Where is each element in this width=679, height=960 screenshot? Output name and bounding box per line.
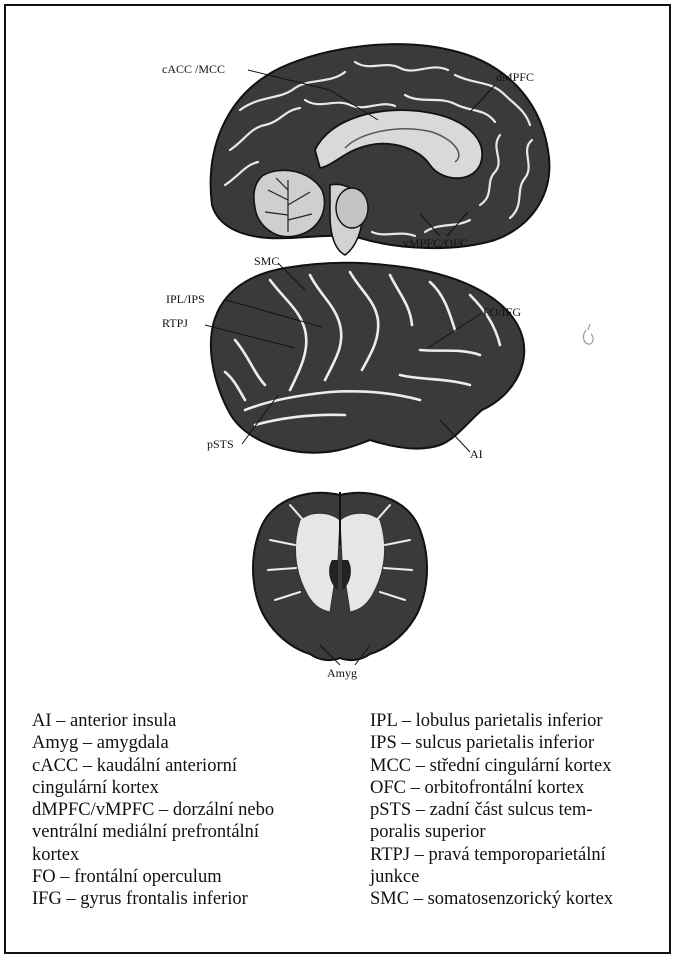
label-ai: AI (470, 447, 483, 461)
label-fo-ifg: FO/IFG (483, 305, 521, 319)
label-amyg: Amyg (327, 666, 357, 680)
legend-left-column: AI – anterior insula Amyg – amygdala cAC… (32, 710, 350, 911)
label-smc: SMC (254, 254, 279, 268)
legend-item: IPL – lobulus parietalis inferior (370, 710, 670, 732)
legend-item: poralis superior (370, 821, 670, 843)
label-psts: pSTS (207, 437, 234, 451)
legend-item: MCC – střední cingulární kortex (370, 755, 670, 777)
legend-item: kortex (32, 844, 350, 866)
legend-item: dMPFC/vMPFC – dorzální nebo (32, 799, 350, 821)
stray-mark (584, 324, 594, 344)
legend-item: Amyg – amygdala (32, 732, 350, 754)
legend-item: cingulární kortex (32, 777, 350, 799)
legend-right-column: IPL – lobulus parietalis inferior IPS – … (370, 710, 670, 911)
legend-item: pSTS – zadní část sulcus tem- (370, 799, 670, 821)
legend-item: IFG – gyrus frontalis inferior (32, 888, 350, 910)
legend-item: RTPJ – pravá temporoparietální (370, 844, 670, 866)
label-ipl-ips: IPL/IPS (166, 292, 205, 306)
legend-item: FO – frontální operculum (32, 866, 350, 888)
legend-item: ventrální mediální prefrontální (32, 821, 350, 843)
label-vmpfc-ofc: vMPFC/OFC (403, 236, 468, 250)
label-rtpj: RTPJ (162, 316, 188, 330)
brain-figure: cACC /MCC dMPFC vMPFC/OFC SMC IPL/I (0, 0, 679, 690)
coronal-brain-view (253, 492, 427, 660)
label-dmpfc: dMPFC (496, 70, 534, 84)
legend-item: OFC – orbitofrontální kortex (370, 777, 670, 799)
legend-item: junkce (370, 866, 670, 888)
legend-item: IPS – sulcus parietalis inferior (370, 732, 670, 754)
legend-item: AI – anterior insula (32, 710, 350, 732)
label-cacc-mcc: cACC /MCC (162, 62, 225, 76)
legend-item: SMC – somatosenzorický kortex (370, 888, 670, 910)
legend-item: cACC – kaudální anteriorní (32, 755, 350, 777)
lateral-brain-view (211, 263, 524, 453)
